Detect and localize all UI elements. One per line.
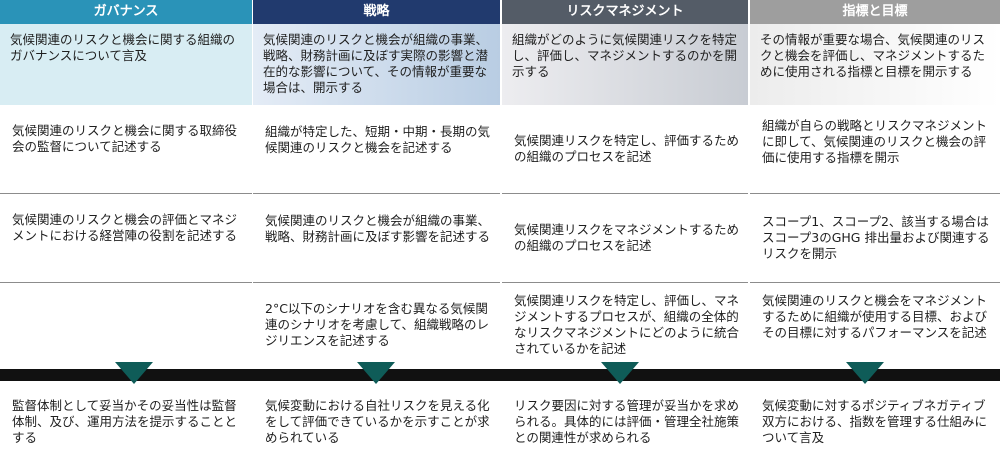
risk-management-note: リスク要因に対する管理が妥当かを求められる。具体的には評価・管理全社施策との関連…: [514, 398, 740, 445]
strategy-row-3: 2°C以下のシナリオを含む異なる気候関連のシナリオを考慮して、組織戦略のレジリエ…: [265, 301, 490, 348]
row-divider: [502, 282, 748, 283]
risk-management-row-3: 気候関連リスクを特定し、評価し、マネジメントするプロセスが、組織の全体的なリスク…: [514, 293, 740, 356]
risk-management-row-2: 気候関連リスクをマネジメントするための組織のプロセスを記述: [514, 222, 740, 253]
row-divider: [750, 282, 1000, 283]
summary-metrics-targets: その情報が重要な場合、気候関連のリスクと機会を評価し、マネジメントするために使用…: [750, 24, 1000, 105]
risk-management-row-1: 気候関連リスクを特定し、評価するための組織のプロセスを記述: [514, 133, 740, 164]
row-divider: [253, 282, 500, 283]
summary-strategy: 気候関連のリスクと機会が組織の事業、戦略、財務計画に及ぼす実際の影響と潜在的な影…: [253, 24, 500, 105]
row-divider: [502, 193, 748, 194]
governance-row-1: 気候関連のリスクと機会に関する取締役会の監督について記述する: [12, 123, 238, 154]
arrow-down-icon: [846, 362, 884, 384]
header-governance: ガバナンス: [0, 0, 252, 24]
arrow-down-icon: [357, 362, 395, 384]
metrics-targets-note: 気候変動に対するポジティブネガティブ双方における、指数を管理する仕組みについて言…: [762, 398, 988, 445]
row-divider: [750, 193, 1000, 194]
governance-note: 監督体制として妥当かその妥当性は監督体制、及び、運用方法を提示することとする: [12, 398, 238, 445]
strategy-note: 気候変動における自社リスクを見える化をして評価できているかを示すことが求められて…: [265, 398, 490, 445]
arrow-down-icon: [115, 362, 153, 384]
header-metrics-targets: 指標と目標: [750, 0, 1000, 24]
arrow-down-icon: [601, 362, 639, 384]
row-divider: [253, 193, 500, 194]
metrics-targets-row-1: 組織が自らの戦略とリスクマネジメントに即して、気候関連のリスクと機会の評価に使用…: [762, 118, 988, 165]
row-divider: [0, 193, 252, 194]
header-strategy: 戦略: [253, 0, 500, 24]
strategy-row-2: 気候関連のリスクと機会が組織の事業、戦略、財務計画に及ぼす影響を記述する: [265, 213, 491, 244]
row-divider: [0, 282, 252, 283]
divider-bar: [0, 369, 1000, 381]
strategy-row-1: 組織が特定した、短期・中期・長期の気候関連のリスクと機会を記述する: [265, 124, 491, 155]
metrics-targets-row-2: スコープ1、スコープ2、該当する場合はスコープ3のGHG 排出量および関連するリ…: [762, 214, 990, 261]
header-risk-management: リスクマネジメント: [502, 0, 748, 24]
metrics-targets-row-3: 気候関連のリスクと機会をマネジメントするために組織が使用する目標、およびその目標…: [762, 293, 988, 340]
summary-governance: 気候関連のリスクと機会に関する組織のガバナンスについて言及: [0, 24, 252, 105]
governance-row-2: 気候関連のリスクと機会の評価とマネジメントにおける経営陣の役割を記述する: [12, 212, 238, 243]
summary-risk-management: 組織がどのように気候関連リスクを特定し、評価し、マネジメントするのかを開示する: [502, 24, 748, 105]
